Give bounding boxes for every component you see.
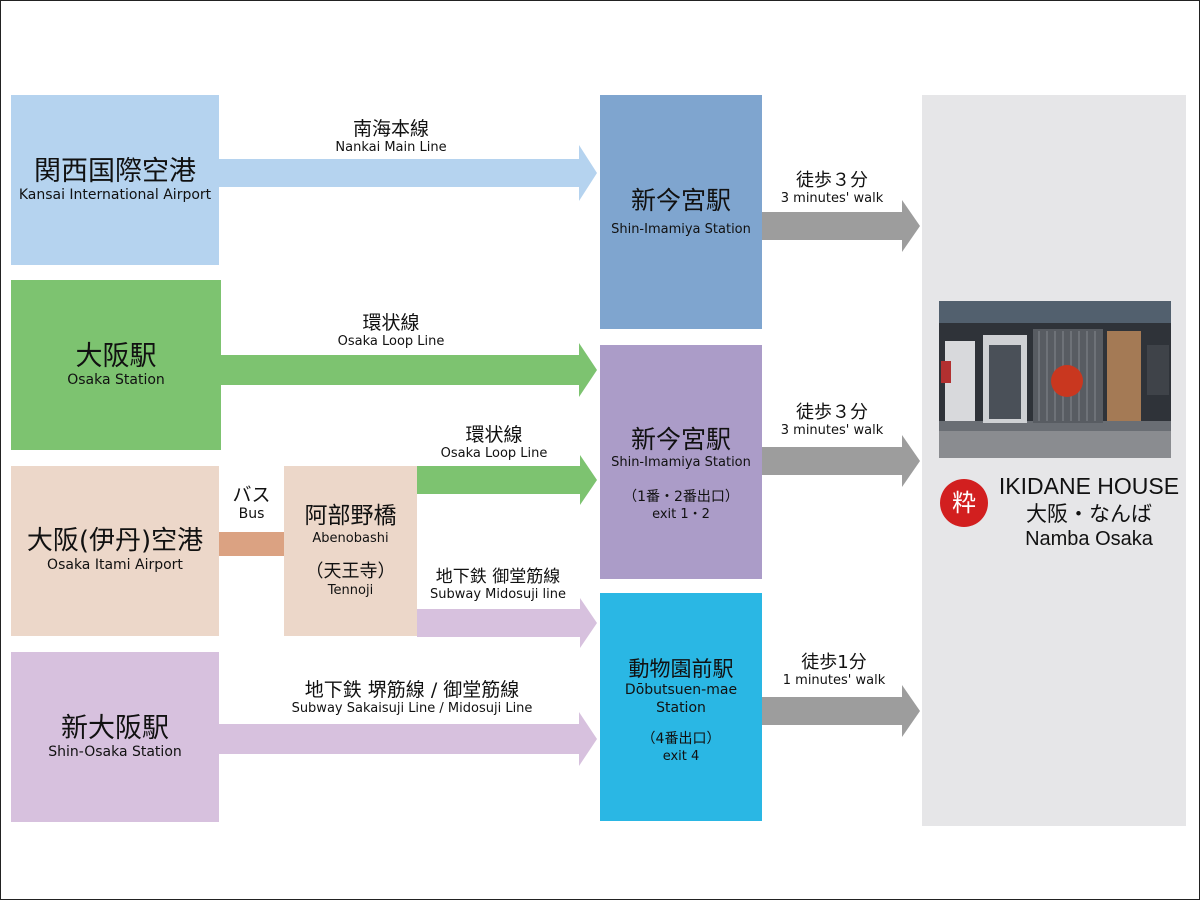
arrow-midosuji bbox=[417, 598, 597, 648]
origin-kansai-jp: 関西国際空港 bbox=[34, 155, 196, 187]
origin-shin-osaka-en: Shin-Osaka Station bbox=[48, 743, 182, 760]
station-shin-imamiya-2: 新今宮駅 Shin-Imamiya Station （1番・2番出口） exit… bbox=[600, 345, 762, 579]
route-sakaisuji-jp: 地下鉄 堺筋線 / 御堂筋線 bbox=[304, 679, 520, 701]
bus-label-jp: バス bbox=[232, 484, 271, 506]
abenobashi-jp: 阿部野橋 bbox=[304, 502, 397, 529]
origin-itami-en: Osaka Itami Airport bbox=[47, 557, 183, 574]
origin-itami-jp: 大阪(伊丹)空港 bbox=[26, 526, 204, 557]
route-label-loop-abenobashi: 環状線 Osaka Loop Line bbox=[421, 425, 567, 461]
route-nankai-en: Nankai Main Line bbox=[335, 139, 447, 155]
route-loop2-jp: 環状線 bbox=[465, 424, 523, 446]
station-dobutsuen-exit-en: exit 4 bbox=[662, 748, 700, 764]
station-dobutsuen-jp: 動物園前駅 bbox=[628, 657, 734, 681]
route-label-sakaisuji: 地下鉄 堺筋線 / 御堂筋線 Subway Sakaisuji Line / M… bbox=[251, 680, 573, 716]
destination-name-en: IKIDANE HOUSE bbox=[998, 473, 1180, 499]
route-midosuji-en: Subway Midosuji line bbox=[429, 586, 567, 602]
station-dobutsuen-en1: Dōbutsuen-mae bbox=[624, 682, 738, 699]
bus-connector bbox=[219, 532, 284, 556]
origin-itami-airport: 大阪(伊丹)空港 Osaka Itami Airport bbox=[11, 466, 219, 636]
station-shin-imamiya-2-exit-en: exit 1・2 bbox=[652, 506, 710, 522]
origin-osaka-jp: 大阪駅 bbox=[75, 340, 157, 372]
walk-label-3: 徒歩1分 1 minutes' walk bbox=[762, 653, 906, 688]
arrow-loop-osaka bbox=[221, 343, 597, 397]
walk-2-en: 3 minutes' walk bbox=[780, 422, 884, 438]
walk-2-jp: 徒歩３分 bbox=[796, 402, 868, 423]
arrow-walk-1 bbox=[762, 200, 920, 252]
station-shin-imamiya-1: 新今宮駅 Shin-Imamiya Station bbox=[600, 95, 762, 329]
route-midosuji-jp: 地下鉄 御堂筋線 bbox=[435, 567, 561, 587]
tennoji-en: Tennoji bbox=[327, 582, 374, 598]
ikidane-logo-icon: 粋 bbox=[940, 479, 988, 527]
bus-label: バス Bus bbox=[219, 485, 284, 523]
route-label-midosuji: 地下鉄 御堂筋線 Subway Midosuji line bbox=[413, 568, 583, 602]
station-shin-imamiya-2-en: Shin-Imamiya Station bbox=[611, 455, 751, 470]
abenobashi-en: Abenobashi bbox=[312, 530, 389, 546]
destination-name: IKIDANE HOUSE 大阪・なんば Namba Osaka bbox=[989, 473, 1189, 552]
arrow-sakaisuji bbox=[219, 712, 597, 766]
origin-shin-osaka-jp: 新大阪駅 bbox=[61, 712, 169, 744]
route-loop1-jp: 環状線 bbox=[362, 312, 420, 334]
walk-3-jp: 徒歩1分 bbox=[801, 652, 867, 673]
route-nankai-jp: 南海本線 bbox=[352, 118, 429, 140]
origin-kansai-en: Kansai International Airport bbox=[18, 186, 212, 203]
origin-shin-osaka: 新大阪駅 Shin-Osaka Station bbox=[11, 652, 219, 822]
route-label-nankai: 南海本線 Nankai Main Line bbox=[291, 119, 491, 155]
arrow-nankai bbox=[219, 145, 597, 201]
route-label-loop-osaka: 環状線 Osaka Loop Line bbox=[291, 313, 491, 349]
tennoji-jp: （天王寺） bbox=[305, 560, 396, 582]
abenobashi-station: 阿部野橋 Abenobashi （天王寺） Tennoji bbox=[284, 466, 417, 636]
logo-char: 粋 bbox=[952, 489, 976, 517]
station-shin-imamiya-2-exit-jp: （1番・2番出口） bbox=[623, 489, 739, 506]
origin-osaka-station: 大阪駅 Osaka Station bbox=[11, 280, 221, 450]
walk-label-1: 徒歩３分 3 minutes' walk bbox=[762, 171, 902, 206]
bus-label-en: Bus bbox=[238, 505, 265, 522]
origin-osaka-en: Osaka Station bbox=[67, 371, 165, 388]
route-sakaisuji-en: Subway Sakaisuji Line / Midosuji Line bbox=[291, 700, 533, 716]
station-dobutsuen-exit-jp: （4番出口） bbox=[641, 731, 721, 748]
destination-area-jp: 大阪・なんば bbox=[1026, 501, 1152, 526]
walk-1-en: 3 minutes' walk bbox=[780, 190, 884, 206]
arrow-walk-3 bbox=[762, 685, 920, 737]
ikidane-house-photo bbox=[939, 301, 1171, 458]
station-shin-imamiya-1-en: Shin-Imamiya Station bbox=[611, 221, 751, 237]
origin-kansai-airport: 関西国際空港 Kansai International Airport bbox=[11, 95, 219, 265]
arrow-loop-abenobashi bbox=[417, 455, 597, 505]
destination-area-en: Namba Osaka bbox=[1025, 527, 1153, 550]
walk-label-2: 徒歩３分 3 minutes' walk bbox=[762, 403, 902, 438]
arrow-walk-2 bbox=[762, 435, 920, 487]
station-dobutsuen-en2: Station bbox=[656, 699, 706, 716]
route-loop2-en: Osaka Loop Line bbox=[440, 445, 548, 461]
destination-panel bbox=[922, 95, 1186, 826]
walk-1-jp: 徒歩３分 bbox=[796, 170, 868, 191]
station-shin-imamiya-1-jp: 新今宮駅 bbox=[630, 185, 731, 215]
route-loop1-en: Osaka Loop Line bbox=[337, 333, 445, 349]
station-dobutsuen-mae: 動物園前駅 Dōbutsuen-mae Station （4番出口） exit … bbox=[600, 593, 762, 821]
station-shin-imamiya-2-jp: 新今宮駅 bbox=[630, 425, 731, 454]
walk-3-en: 1 minutes' walk bbox=[782, 672, 886, 688]
